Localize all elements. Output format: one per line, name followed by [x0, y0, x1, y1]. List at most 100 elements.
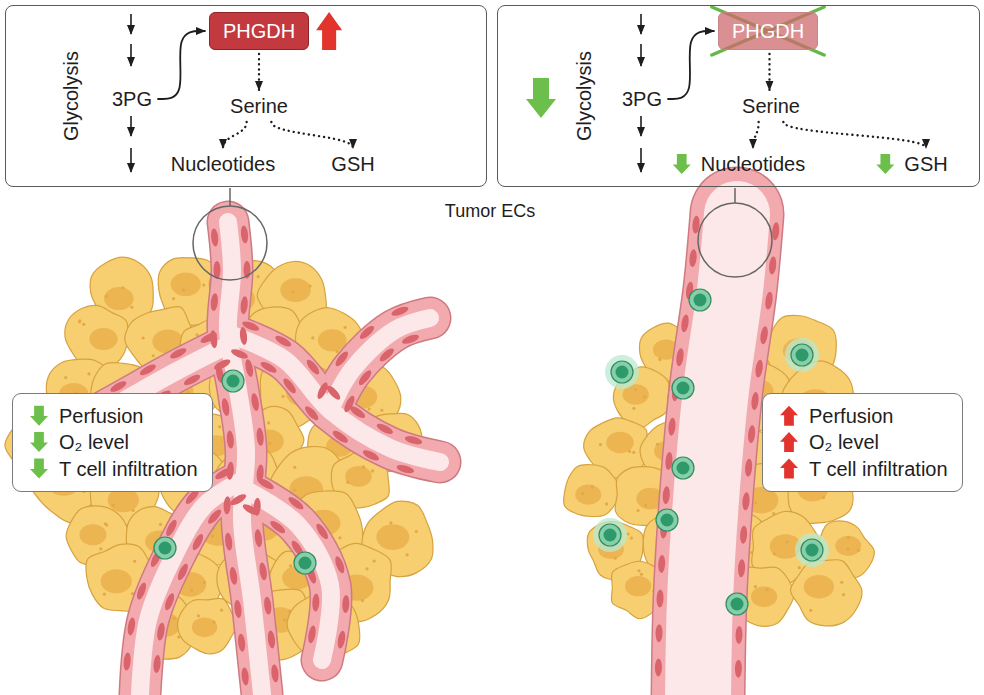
cell-nucleus [376, 524, 409, 550]
cell-granule [172, 297, 175, 300]
endothelial-nucleus [241, 667, 250, 686]
decrease-arrow [30, 406, 48, 426]
t-cell-nucleus [694, 294, 707, 307]
leader-line [229, 188, 231, 206]
t-cell-nucleus [677, 382, 690, 395]
cell-granule [311, 336, 314, 339]
endothelial-nucleus [742, 492, 750, 510]
t-cell-nucleus [661, 514, 674, 527]
vessel-outline [330, 318, 430, 410]
cell-membrane [790, 560, 862, 626]
cell-granule [103, 593, 106, 596]
vessel-lumen [228, 222, 262, 694]
cell-membrane [564, 465, 621, 517]
outcome-text: T cell infiltration [59, 456, 198, 482]
t-cell-body [726, 593, 748, 615]
inhibited-enzyme-box: PHGDH [718, 12, 818, 50]
t-cell [689, 289, 711, 311]
endothelial-nucleus [307, 625, 317, 644]
cell-granule [257, 275, 260, 278]
cell-granule [291, 290, 294, 293]
node-label: Nucleotides [171, 152, 276, 176]
pathway-title: Glycolysis [59, 51, 83, 141]
endothelial-nucleus [126, 617, 136, 636]
endothelial-nucleus [287, 495, 306, 511]
endothelial-nucleus [163, 592, 176, 611]
endothelial-nucleus [267, 630, 276, 649]
cell-granule [822, 496, 825, 499]
region-label: Tumor ECs [445, 201, 535, 222]
t-cell-nucleus [604, 529, 617, 542]
cell-granule [132, 509, 135, 512]
endothelial-nucleus [164, 518, 179, 537]
endothelial-nucleus [176, 562, 190, 581]
cell-granule [190, 589, 193, 592]
t-cell [154, 537, 176, 559]
pathway-arrow [158, 31, 205, 99]
endothelial-nucleus [305, 358, 322, 376]
pathway-arrow [668, 31, 714, 99]
outcome-box: PerfusionO₂ levelT cell infiltration [12, 393, 213, 492]
vessel-wall [140, 480, 243, 694]
t-cell [785, 338, 819, 372]
endothelial-nucleus [233, 600, 242, 619]
node-label: GSH [904, 152, 947, 176]
cell-granule [373, 559, 376, 562]
endothelial-nucleus [361, 448, 380, 463]
endothelial-nucleus [390, 305, 409, 318]
cell-granule [293, 489, 296, 492]
t-cell [222, 370, 244, 392]
cell-granule [281, 395, 284, 398]
endothelial-nucleus [169, 346, 188, 360]
vessel-wall [228, 222, 262, 694]
t-cell-glow [795, 533, 829, 567]
cell-granule [336, 350, 339, 353]
cell-nucleus [751, 586, 777, 606]
metabolite-node: GSH [329, 151, 376, 177]
cell-granule [112, 504, 115, 507]
cell-granule [212, 621, 215, 624]
node-label: PHGDH [732, 19, 804, 43]
change-arrows [13, 394, 59, 493]
endothelial-nucleus [656, 589, 664, 607]
endothelial-nucleus [768, 256, 777, 275]
endothelial-nucleus [336, 630, 346, 649]
cell-granule [289, 564, 292, 567]
decrease-arrow [876, 154, 894, 174]
t-cell-nucleus [731, 598, 744, 611]
cell-granule [605, 502, 608, 505]
endothelial-nucleus [214, 466, 233, 481]
endothelial-nucleus [401, 333, 420, 346]
endothelial-nucleus [259, 360, 278, 375]
endothelial-nucleus [199, 331, 218, 345]
cell-nucleus [79, 524, 106, 545]
endothelial-nucleus [738, 559, 746, 577]
endothelial-nucleus [123, 652, 132, 671]
endothelial-nucleus [375, 422, 394, 437]
pathway-arrow [640, 148, 642, 172]
t-cell-nucleus [677, 462, 690, 475]
endothelial-nucleus [358, 324, 376, 341]
t-cell-body [689, 289, 711, 311]
pathway-panel: Glycolysis3PGPHGDHSerineNucleotidesGSH [5, 5, 487, 187]
pathway-arrow [130, 14, 132, 34]
cell-granule [380, 409, 383, 412]
vessel-lumen [698, 214, 737, 695]
zoom-circle [698, 203, 772, 277]
cell-nucleus [101, 569, 132, 593]
outcome-text: O₂ level [59, 429, 198, 455]
vessel-wall [330, 318, 430, 410]
zoom-circle [193, 206, 267, 280]
cell-granule [78, 320, 81, 323]
cell-nucleus [104, 287, 133, 310]
cell-granule [630, 536, 633, 539]
endothelial-nucleus [244, 359, 254, 378]
metabolite-node: 3PG [620, 86, 664, 112]
endothelial-nucleus [256, 476, 275, 491]
endothelial-nucleus [210, 293, 219, 312]
cell-granule [614, 557, 617, 560]
endothelial-nucleus [250, 393, 260, 412]
cell-nucleus [835, 536, 861, 556]
pathway-arrow [640, 14, 642, 34]
